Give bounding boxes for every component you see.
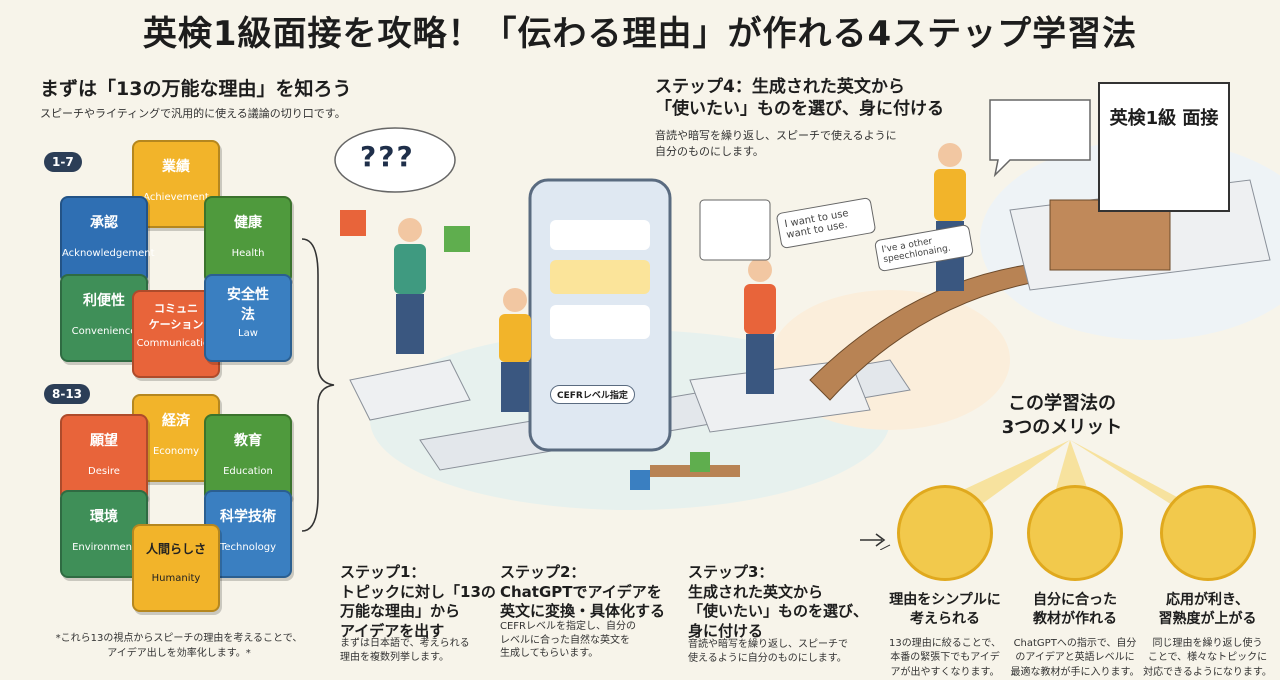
group-badge-1-7: 1-7 — [44, 152, 82, 172]
person-step1-legs — [396, 294, 424, 354]
person-step2-legs — [501, 362, 529, 412]
person-step2-head — [503, 288, 527, 312]
exam-sign: 英検1級 面接 — [1098, 82, 1230, 212]
person-step3-head — [748, 258, 772, 282]
person-step1-body — [394, 244, 426, 294]
brain-icon — [897, 485, 993, 581]
merit-2-description: ChatGPTへの指示で、自分 のアイデアと英語レベルに 最適な教材が手に入りま… — [1010, 637, 1140, 678]
merit-3: 応用が利き、 習熟度が上がる 同じ理由を繰り返し使う ことで、様々なトピックに … — [1140, 485, 1275, 680]
step1-description: まずは日本語で、考えられる 理由を複数列挙します。 — [340, 638, 470, 663]
speech-bubble-left — [699, 199, 771, 261]
step2-description: CEFRレベルを指定し、自分の レベルに合った自然な英文を 生成してもらいます。 — [500, 621, 637, 659]
cube-green — [444, 226, 470, 252]
person-step3-body — [744, 284, 776, 334]
footnote: *これら13の視点からスピーチの理由を考えることで、 アイデア出しを効率化します… — [55, 633, 303, 659]
merit-1-title: 理由をシンプルに 考えられる — [889, 592, 1001, 627]
step4-description: 音読や暗写を繰り返し、スピーチで使えるように 自分のものにします。 — [655, 129, 897, 158]
phone-message-3 — [550, 305, 650, 339]
merit-3-title: 応用が利き、 習熟度が上がる — [1158, 592, 1257, 627]
page-title: 英検1級面接を攻略！「伝わる理由」が作れる4ステップ学習法 — [142, 14, 1138, 54]
step3-description: 音読や暗写を繰り返し、スピーチで 使えるように自分のものにします。 — [688, 639, 848, 664]
person-step3-legs — [746, 334, 774, 394]
step1-title: ステップ1： トピックに対し「13の 万能な理由」から アイデアを出す — [340, 563, 496, 640]
cube-blue — [630, 470, 650, 490]
merit-3-description: 同じ理由を繰り返し使う ことで、様々なトピックに 対応できるようになります。 — [1143, 637, 1272, 678]
thought-bubble — [334, 127, 456, 193]
group-badge-8-13: 8-13 — [44, 384, 91, 404]
person-step2-body — [499, 314, 531, 362]
tablet-profile-icon — [1027, 485, 1123, 581]
phone-message-2 — [550, 260, 650, 294]
person-step4-head — [938, 143, 962, 167]
intro-subtext: スピーチやライティングで汎用的に使える議論の切り口です。 — [40, 107, 346, 120]
merits-heading: この学習法の 3つのメリット — [1001, 393, 1123, 439]
arrow-to-merits — [860, 533, 886, 547]
intro-heading: まずは「13の万能な理由」を知ろう — [40, 78, 352, 100]
question-marks: ??? — [360, 140, 415, 173]
learning-path-illustration — [334, 99, 1280, 510]
merit-2-title: 自分に合った 教材が作れる — [1033, 592, 1117, 627]
platform-step1 — [349, 359, 471, 421]
step4-title: ステップ4：生成された英文から 「使いたい」ものを選び、身に付ける — [655, 77, 944, 120]
step3-title: ステップ3： 生成された英文から 「使いたい」ものを選び、 身に付ける — [688, 563, 869, 640]
speech-bubble-blank — [989, 99, 1091, 178]
phone-message-1 — [550, 220, 650, 250]
phone-cefr-button: CEFRレベル指定 — [550, 385, 635, 404]
multitool-icon — [1159, 485, 1256, 581]
cube-orange — [340, 210, 366, 236]
merit-2: 自分に合った 教材が作れる ChatGPTへの指示で、自分 のアイデアと英語レベ… — [1010, 485, 1140, 680]
cube-green-2 — [690, 452, 710, 472]
step2-title: ステップ2： ChatGPTでアイデアを 英文に変換・具体化する — [500, 563, 666, 620]
person-step4-body — [934, 169, 966, 221]
merit-1-description: 13の理由に絞ることで、 本番の緊張下でもアイデ アが出やすくなります。 — [888, 637, 1002, 678]
merit-1: 理由をシンプルに 考えられる 13の理由に絞ることで、 本番の緊張下でもアイデ … — [880, 485, 1010, 680]
bracket-arrow — [301, 238, 335, 532]
person-step1-head — [398, 218, 422, 242]
